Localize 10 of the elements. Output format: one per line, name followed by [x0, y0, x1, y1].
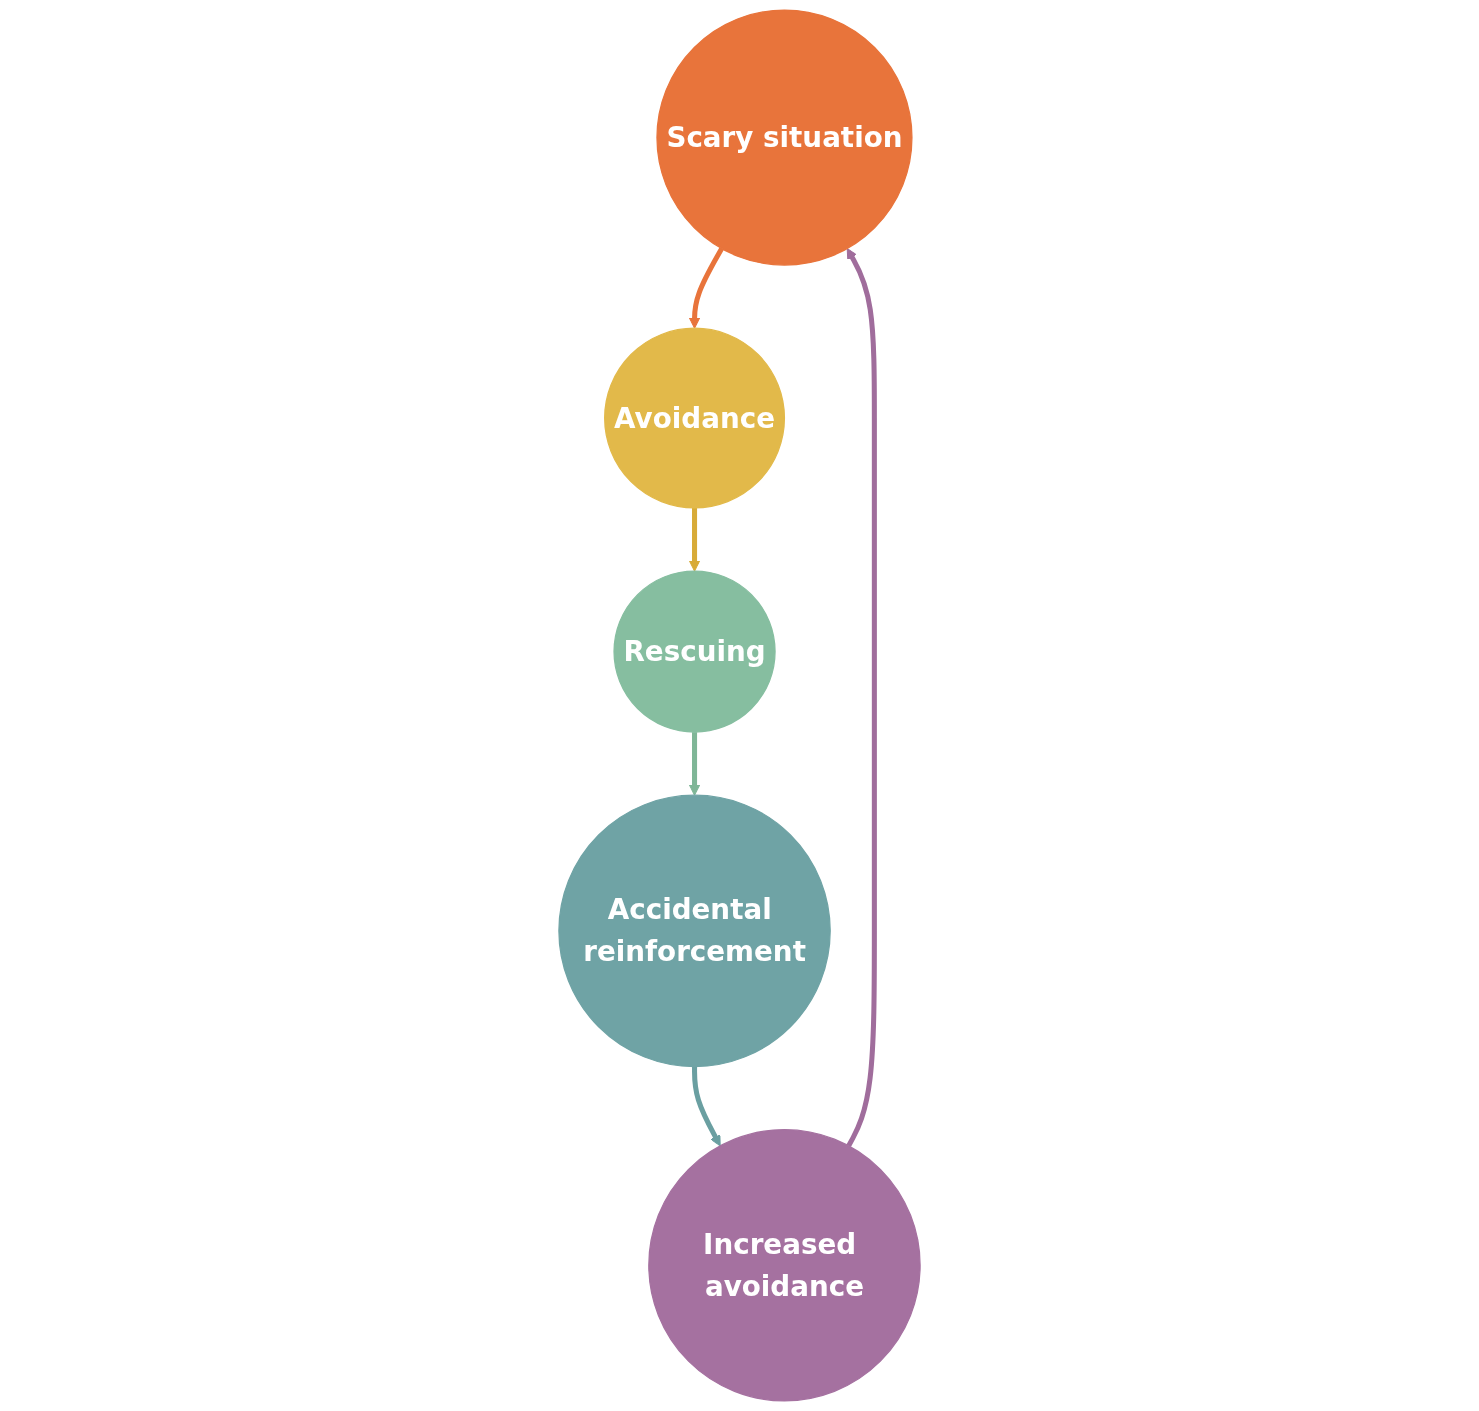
arrow — [846, 248, 877, 1147]
arrow — [689, 247, 724, 329]
arrow — [689, 507, 701, 572]
arrow — [692, 1066, 721, 1147]
node-circle: Rescuing — [613, 570, 776, 733]
node-circle: Increased avoidance — [648, 1128, 921, 1402]
node-circle: Avoidance — [604, 327, 786, 509]
node-circle: Accidental reinforcement — [558, 794, 831, 1068]
node-circle: Scary situation — [656, 9, 913, 266]
arrow — [689, 732, 701, 796]
